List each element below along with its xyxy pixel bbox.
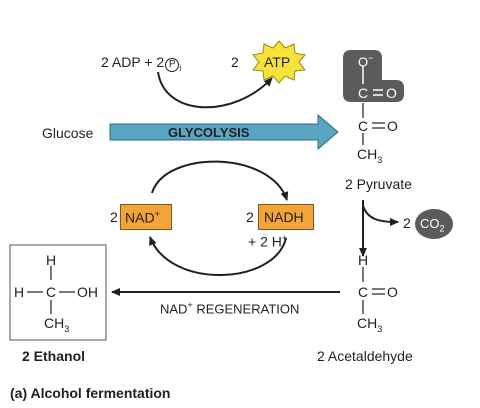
atp-star (252, 40, 306, 84)
phosphate-symbol: P (165, 58, 180, 72)
pyruvate-ch3: CH3 (357, 146, 383, 165)
nadh-coefficient: 2 (246, 209, 254, 225)
pyruvate-o-double: O (386, 85, 397, 101)
nadh-box (258, 204, 314, 230)
co2-circle (415, 209, 453, 239)
pyruvate-o-mid: O (387, 118, 398, 134)
pyruvate-c-top: C (358, 85, 369, 101)
pyruvate-label: 2 Pyruvate (345, 176, 412, 192)
ethanol-h-top: H (46, 252, 57, 268)
co2-label: CO2 (420, 216, 445, 234)
ethanol-ch3: CH3 (44, 315, 70, 334)
co2-coefficient: 2 (403, 215, 411, 231)
pyruvate-o-minus: O− (358, 53, 374, 70)
acetaldehyde-c: C (358, 284, 369, 300)
nad-regeneration-label: NAD+ REGENERATION (160, 300, 300, 317)
cycle-arrow-right (151, 160, 289, 201)
atp-coefficient: 2 (231, 54, 239, 70)
acetaldehyde-ch3: CH3 (357, 315, 383, 334)
glucose-label: Glucose (42, 125, 94, 141)
hydrogen-ions-label: + 2 H+ (248, 233, 288, 250)
ethanol-h-left: H (14, 284, 25, 300)
ethanol-oh: OH (77, 284, 98, 300)
cycle-arrow-left (149, 236, 287, 276)
figure-caption: (a) Alcohol fermentation (10, 385, 171, 401)
atp-label: ATP (264, 54, 291, 70)
nad-box (120, 204, 172, 230)
pyruvate-carboxyl-highlight (343, 50, 404, 102)
acetaldehyde-o: O (387, 284, 398, 300)
glycolysis-label: GLYCOLYSIS (168, 125, 250, 140)
ethanol-label: 2 Ethanol (22, 348, 86, 364)
ethanol-c: C (46, 284, 57, 300)
nad-label: NAD+ (125, 209, 160, 226)
co2-branch-arrow (362, 205, 399, 226)
nad-coefficient: 2 (110, 209, 118, 225)
glycolysis-arrow (109, 113, 339, 151)
acetaldehyde-label: 2 Acetaldehyde (317, 348, 413, 364)
ethanol-box (9, 244, 107, 341)
atp-arc-arrow (157, 71, 273, 109)
pyruvate-c-mid: C (358, 118, 369, 134)
acetaldehyde-h: H (358, 252, 369, 268)
nadh-label: NADH (264, 209, 304, 225)
